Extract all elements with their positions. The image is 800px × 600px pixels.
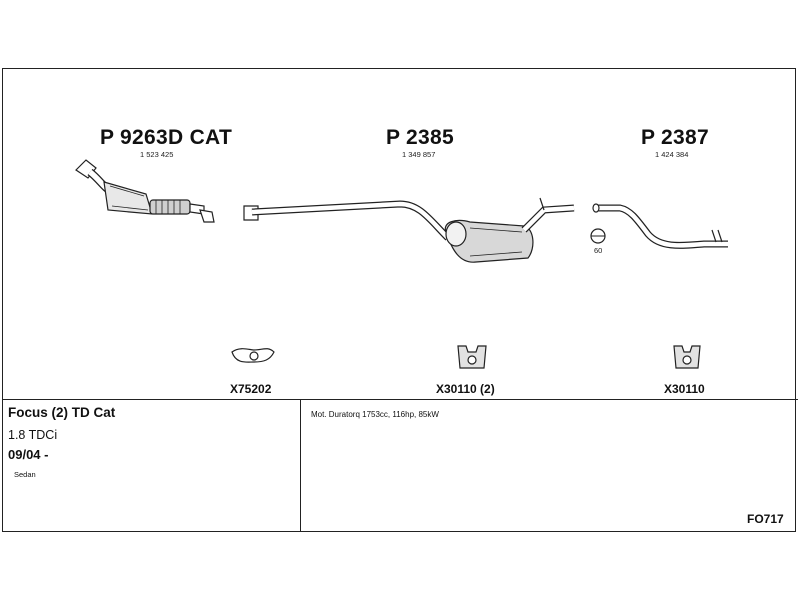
vehicle-model: Focus (2) TD Cat (8, 405, 116, 420)
part-code-front: P 9263D CAT (100, 126, 233, 149)
rubber-hanger-icon (457, 345, 487, 369)
tail-pipe-drawing (590, 203, 728, 249)
motor-spec: Mot. Duratorq 1753cc, 116hp, 85kW (311, 410, 439, 419)
vehicle-engine: 1.8 TDCi (8, 428, 58, 442)
rubber-hanger-icon (673, 345, 701, 369)
info-divider (2, 399, 798, 400)
part-oe-rear: 1 424 384 (655, 150, 689, 159)
diagram-frame (2, 68, 796, 532)
middle-silencer-drawing (243, 197, 575, 263)
gasket-icon (231, 348, 275, 363)
part-oe-front: 1 523 425 (140, 150, 174, 159)
part-code-rear: P 2387 (641, 126, 709, 149)
info-column-divider (300, 399, 301, 532)
accessory-code-gasket: X75202 (230, 382, 272, 396)
front-pipe-catalyst-drawing (75, 159, 215, 223)
vehicle-years: 09/04 - (8, 447, 49, 462)
clamp-size-label: 60 (594, 246, 603, 255)
part-oe-middle: 1 349 857 (402, 150, 436, 159)
part-code-middle: P 2385 (386, 126, 454, 149)
accessory-code-hanger-pair: X30110 (2) (436, 382, 495, 396)
reference-code: FO717 (747, 512, 784, 526)
accessory-code-hanger: X30110 (664, 382, 705, 396)
vehicle-body: Sedan (14, 470, 36, 479)
